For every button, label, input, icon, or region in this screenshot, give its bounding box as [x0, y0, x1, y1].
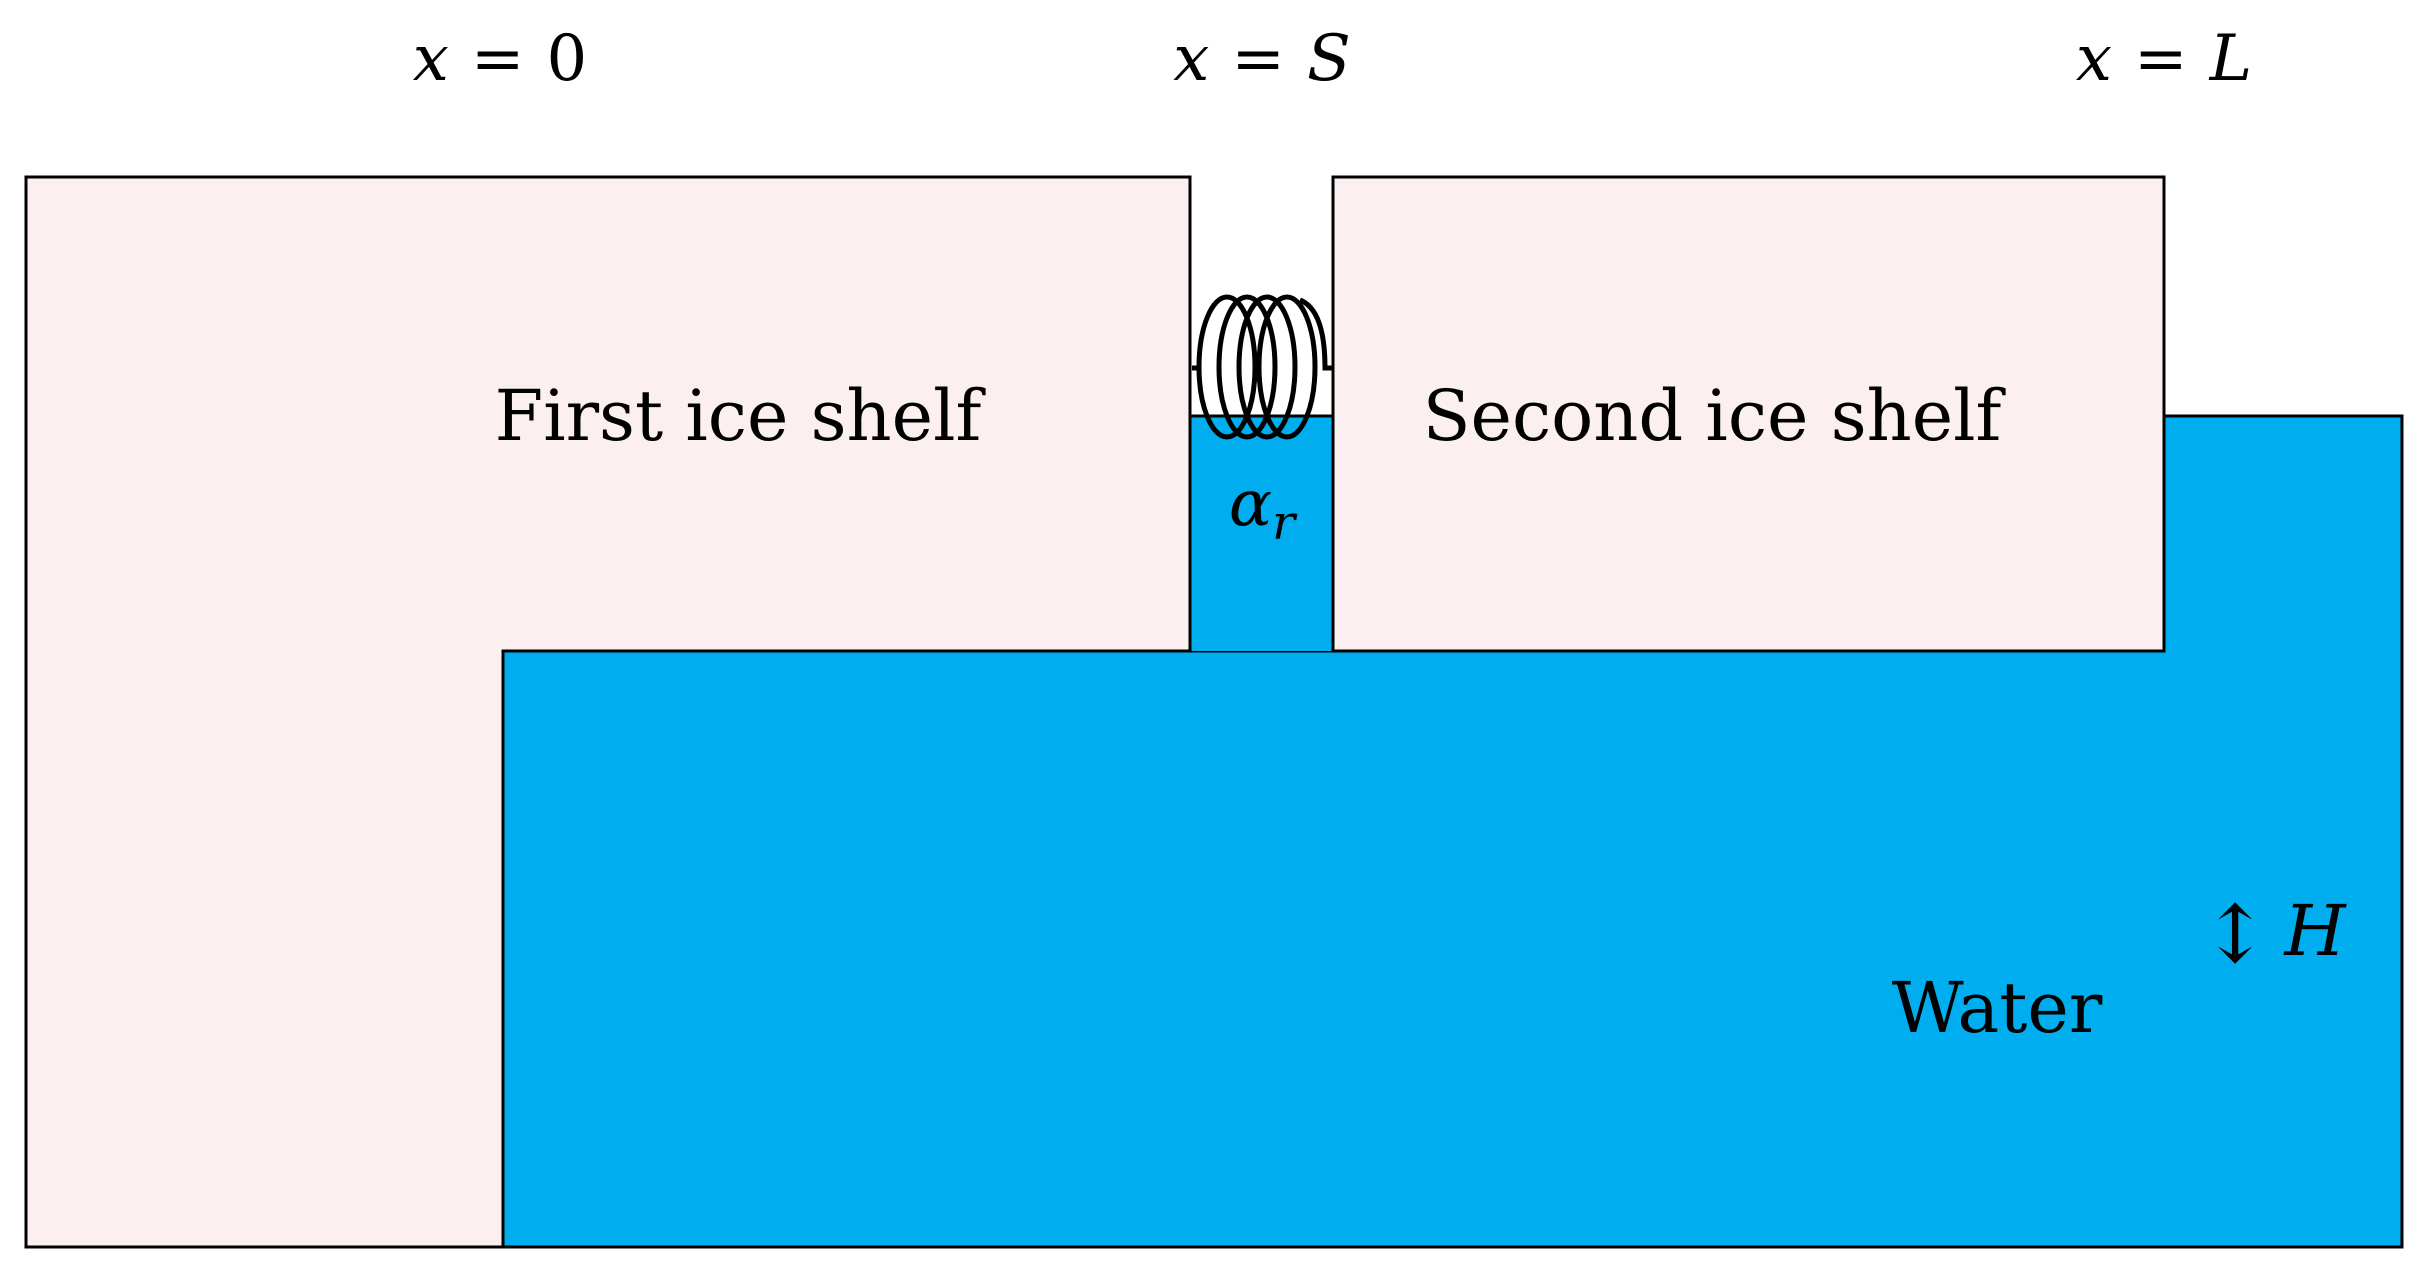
spring-constant-label: αr — [1229, 467, 1298, 551]
second-ice-shelf-label: Second ice shelf — [1423, 375, 2007, 457]
depth-arrow-icon: ↕ — [2201, 888, 2268, 981]
second-ice-shelf — [1331, 175, 2166, 653]
first-ice-shelf-label: First ice shelf — [495, 375, 987, 457]
spring-coil-1 — [1196, 294, 1258, 440]
water-label: Water — [1892, 967, 2103, 1049]
first-ice-shelf — [24, 175, 1192, 1249]
position-label-xS: x=S — [1173, 22, 1351, 96]
spring-coil-2 — [1216, 294, 1278, 440]
spring-coil-3 — [1236, 294, 1298, 440]
gap-water — [1190, 416, 1333, 651]
position-label-xL: x=L — [2076, 22, 2252, 96]
rotational-spring — [1192, 294, 1333, 440]
spring-lead-right — [1298, 297, 1333, 371]
spring-coil-4 — [1256, 294, 1318, 440]
depth-label: H — [2282, 890, 2347, 972]
position-label-x0: x=0 — [413, 22, 587, 96]
